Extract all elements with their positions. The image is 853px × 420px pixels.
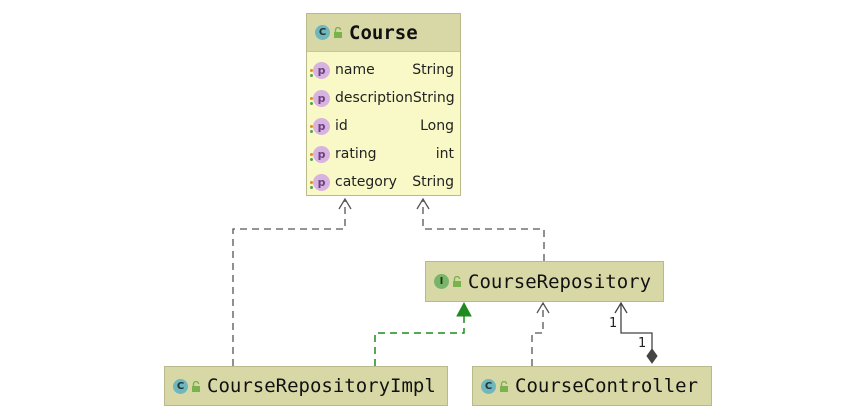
- unlock-icon: [500, 380, 508, 392]
- course-repository-title: CourseRepository: [468, 270, 652, 293]
- composition-diamond: [646, 348, 658, 364]
- course-repository-impl-header: C CourseRepositoryImpl: [165, 367, 447, 405]
- field-type: int: [435, 146, 454, 162]
- controller-to-repository-arrowhead: [536, 301, 550, 314]
- field-type: String: [412, 90, 455, 106]
- unlock-icon: [192, 380, 200, 392]
- course-controller-title: CourseController: [515, 375, 699, 397]
- unlock-icon: [453, 276, 461, 287]
- repository-to-course-dependency: [422, 199, 545, 261]
- interface-badge-icon: I: [434, 274, 449, 289]
- field-row[interactable]: p category String: [307, 168, 460, 196]
- controller-composition-arrowhead: [614, 301, 628, 314]
- property-icon: p: [310, 117, 330, 135]
- field-type: String: [412, 62, 454, 78]
- course-repository-header: I CourseRepository: [426, 262, 663, 301]
- field-name: category: [335, 174, 397, 190]
- field-name: name: [335, 62, 375, 78]
- unlock-icon: [334, 27, 342, 38]
- field-name: rating: [335, 146, 377, 162]
- course-fields: p name String p description String p id …: [307, 52, 460, 196]
- class-badge-icon: C: [481, 378, 496, 394]
- multiplicity-label-controller-end: 1: [638, 336, 647, 351]
- controller-composition-line: [620, 303, 653, 350]
- field-row[interactable]: p id Long: [307, 112, 460, 140]
- course-class-title: Course: [349, 21, 418, 44]
- field-name: description: [335, 90, 413, 106]
- repository-to-course-arrowhead: [416, 197, 430, 210]
- impl-to-course-arrowhead: [338, 197, 352, 210]
- field-row[interactable]: p description String: [307, 84, 460, 112]
- property-icon: p: [310, 173, 330, 191]
- field-row[interactable]: p name String: [307, 56, 460, 84]
- controller-to-repository-dependency: [531, 303, 544, 366]
- course-class-box[interactable]: C Course p name String p description Str…: [306, 13, 461, 196]
- field-type: Long: [420, 118, 454, 134]
- field-name: id: [335, 118, 348, 134]
- class-badge-icon: C: [315, 25, 330, 40]
- field-type: String: [412, 174, 454, 190]
- course-repository-impl-title: CourseRepositoryImpl: [207, 375, 436, 397]
- course-class-header: C Course: [307, 14, 460, 52]
- multiplicity-label-repository-end: 1: [609, 316, 618, 331]
- property-icon: p: [310, 89, 330, 107]
- property-icon: p: [310, 61, 330, 79]
- course-repository-interface-box[interactable]: I CourseRepository: [425, 261, 664, 302]
- class-badge-icon: C: [173, 378, 188, 394]
- impl-to-course-dependency: [232, 199, 346, 366]
- impl-realizes-repository-arrowhead: [456, 301, 472, 317]
- property-icon: p: [310, 145, 330, 163]
- course-controller-header: C CourseController: [473, 367, 711, 405]
- field-row[interactable]: p rating int: [307, 140, 460, 168]
- impl-realizes-repository-line: [374, 315, 465, 366]
- course-controller-class-box[interactable]: C CourseController: [472, 366, 712, 406]
- course-repository-impl-class-box[interactable]: C CourseRepositoryImpl: [164, 366, 448, 406]
